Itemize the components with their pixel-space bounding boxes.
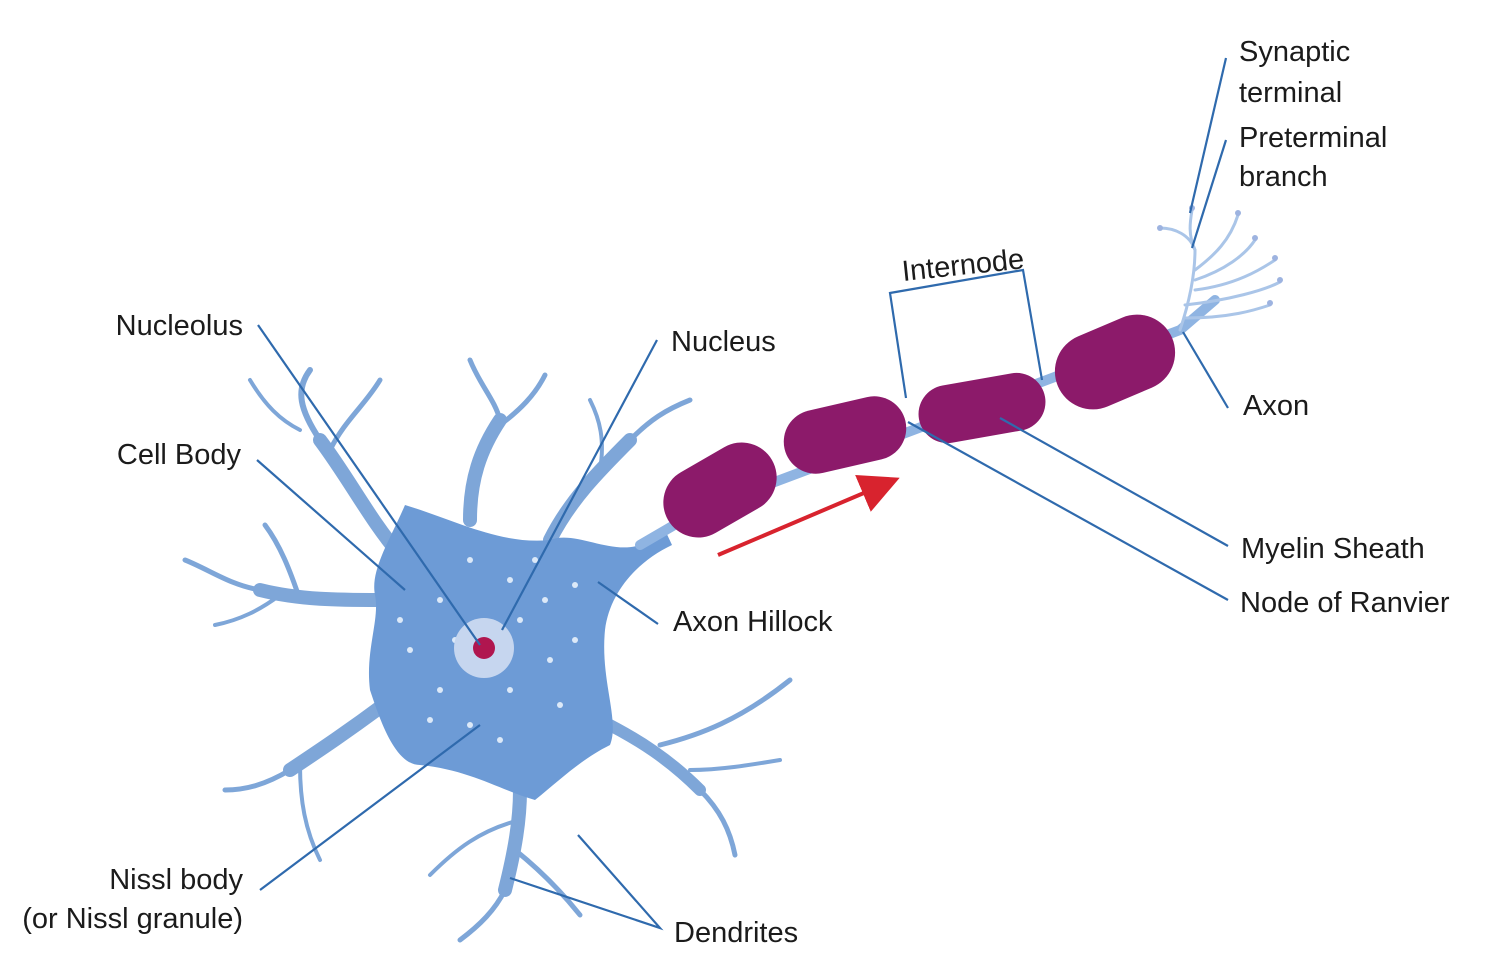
label-axon: Axon: [1243, 390, 1309, 422]
label-node-of-ranvier: Node of Ranvier: [1240, 587, 1450, 619]
signal-direction-arrow: [717, 474, 900, 557]
svg-text:Preterminal: Preterminal: [1239, 122, 1387, 154]
label-nucleus: Nucleus: [671, 326, 776, 358]
label-nissl-body: Nissl body (or Nissl granule): [22, 864, 243, 935]
svg-text:branch: branch: [1239, 161, 1328, 193]
label-axon-hillock: Axon Hillock: [673, 606, 833, 638]
label-synaptic-terminal: Synaptic terminal: [1239, 36, 1350, 109]
dendrites-group: [182, 357, 793, 943]
svg-text:Nissl body: Nissl body: [109, 864, 243, 896]
internode-bracket: [888, 268, 1044, 399]
label-cell-body: Cell Body: [117, 439, 242, 471]
label-nucleolus: Nucleolus: [116, 310, 243, 342]
svg-text:Synaptic: Synaptic: [1239, 36, 1350, 68]
label-dendrites: Dendrites: [674, 917, 798, 949]
pointer-lines: [256, 57, 1229, 931]
svg-text:terminal: terminal: [1239, 77, 1342, 109]
label-internode: Internode: [900, 243, 1025, 288]
label-myelin-sheath: Myelin Sheath: [1241, 533, 1425, 565]
svg-text:(or Nissl granule): (or Nissl granule): [22, 903, 243, 935]
synaptic-terminal-branches: [1158, 208, 1282, 332]
label-preterminal-branch: Preterminal branch: [1239, 122, 1387, 193]
nissl-granules: [397, 557, 578, 743]
myelin-sheath-segments: [663, 314, 1176, 538]
cell-body-shape: [368, 505, 672, 800]
